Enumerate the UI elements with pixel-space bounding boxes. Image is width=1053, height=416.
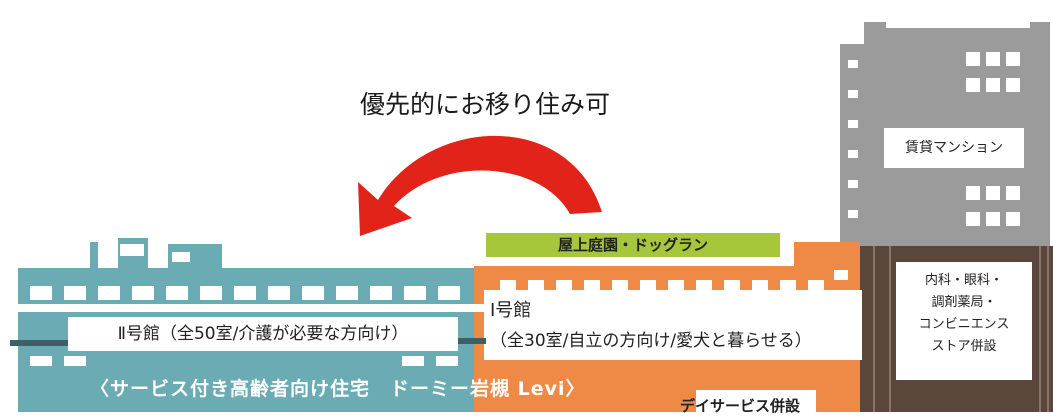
annex1-building (474, 242, 862, 412)
tenant-line: 調剤薬局・ (931, 295, 997, 310)
facility-name: 〈サービス付き高齢者向け住宅 ドーミー岩槻 Levi〉 (90, 378, 586, 400)
annex1-title: Ⅰ号館 (490, 300, 532, 321)
rooftop-garden-label: 屋上庭園・ドッグラン (557, 236, 708, 254)
tenant-line: コンビニエンス (918, 317, 1010, 332)
day-service-label: デイサービス併設 (680, 397, 801, 415)
move-priority-label: 優先的にお移り住み可 (360, 90, 611, 119)
tenant-facilities-box: 内科・眼科・ 調剤薬局・ コンビニエンス ストア併設 (896, 262, 1032, 380)
move-arrow (358, 135, 602, 236)
tenant-line: ストア併設 (931, 339, 997, 354)
annex1-description: （全30室/自立の方向け/愛犬と暮らせる） (490, 331, 812, 351)
tenant-line: 内科・眼科・ (924, 273, 1003, 288)
rental-mansion-label: 賃貸マンション (884, 128, 1024, 168)
annex2-label: Ⅱ号館（全50室/介護が必要な方向け） (68, 317, 458, 351)
rooftop-bar (486, 233, 780, 257)
